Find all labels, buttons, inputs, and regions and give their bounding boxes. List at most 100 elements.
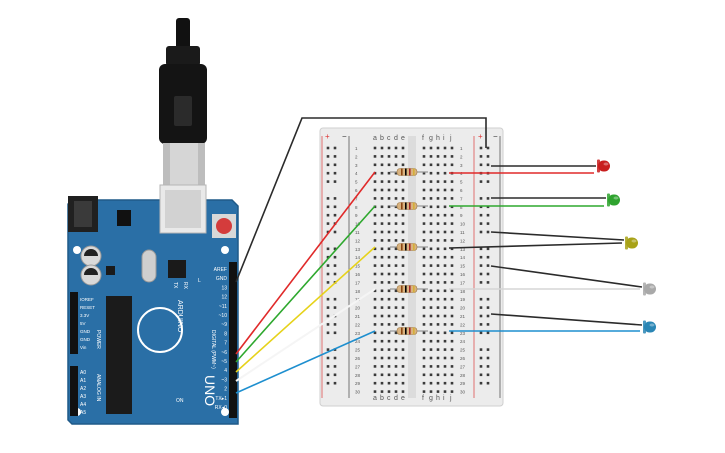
digital-pin-label: AREF <box>214 267 227 273</box>
breadboard-hole <box>380 205 384 209</box>
rail-hole <box>326 197 330 200</box>
breadboard-hole <box>450 255 454 259</box>
breadboard-hole <box>401 323 405 326</box>
breadboard-hole <box>387 197 391 200</box>
breadboard-hole <box>373 239 377 242</box>
breadboard-hole <box>401 272 405 276</box>
rail-hole <box>486 272 490 276</box>
breadboard-hole <box>443 289 447 293</box>
breadboard-hole <box>401 213 405 217</box>
breadboard-hole <box>387 205 391 209</box>
rail-hole <box>479 381 483 385</box>
row-label-right: 22 <box>460 322 466 327</box>
row-label-right: 19 <box>460 297 466 302</box>
breadboard-hole <box>422 197 426 200</box>
breadboard-hole <box>429 222 433 225</box>
column-label-top: h <box>436 135 440 142</box>
column-label-bottom: e <box>401 395 405 402</box>
breadboard-hole <box>450 297 454 301</box>
power-pin-label: GND <box>80 337 91 342</box>
board-brand: ARDUINO <box>176 300 183 333</box>
breadboard-hole <box>443 163 447 167</box>
breadboard-hole <box>436 230 440 234</box>
digital-pin-label: ~6 <box>221 350 227 356</box>
breadboard-hole <box>401 306 405 309</box>
breadboard-hole <box>387 213 391 217</box>
rail-hole <box>326 306 330 309</box>
breadboard-hole <box>443 339 447 343</box>
breadboard-hole <box>429 188 433 192</box>
breadboard-hole <box>394 230 398 234</box>
rail-hole <box>333 255 337 259</box>
row-label-left: 18 <box>355 289 361 294</box>
breadboard-hole <box>401 163 405 167</box>
breadboard-hole <box>387 381 391 385</box>
breadboard-hole <box>450 180 454 183</box>
breadboard-hole <box>373 297 377 301</box>
breadboard-hole <box>422 373 426 377</box>
breadboard-hole <box>373 365 377 368</box>
breadboard-hole <box>394 146 398 150</box>
breadboard-hole <box>401 297 405 301</box>
row-label-right: 12 <box>460 238 466 243</box>
row-label-left: 29 <box>355 381 361 386</box>
breadboard-hole <box>394 272 398 276</box>
breadboard-hole <box>387 272 391 276</box>
breadboard-hole <box>422 356 426 360</box>
breadboard-hole <box>436 390 440 393</box>
digital-pin-label: ~11 <box>219 304 227 310</box>
rail-hole <box>479 180 483 183</box>
column-label-top: b <box>380 135 384 142</box>
breadboard-hole <box>436 381 440 385</box>
breadboard-hole <box>387 306 391 309</box>
power-pin-label: IOREF <box>80 297 94 302</box>
breadboard-hole <box>443 180 447 183</box>
column-label-bottom: j <box>449 395 452 402</box>
row-label-left: 4 <box>355 171 358 176</box>
digital-pin-label: ~9 <box>221 322 227 328</box>
breadboard-hole <box>429 230 433 234</box>
breadboard-hole <box>401 356 405 360</box>
white-led <box>643 282 656 296</box>
breadboard-hole <box>450 281 454 284</box>
breadboard-hole <box>380 323 384 326</box>
breadboard-hole <box>394 281 398 284</box>
row-label-left: 8 <box>355 205 358 210</box>
breadboard-hole <box>373 180 377 183</box>
column-label-bottom: h <box>436 395 440 402</box>
breadboard-hole <box>394 180 398 183</box>
column-label-top: e <box>401 135 405 142</box>
rail-hole <box>326 180 330 183</box>
breadboard-hole <box>422 171 426 175</box>
row-label-left: 10 <box>355 222 361 227</box>
breadboard-hole <box>429 155 433 158</box>
rail-hole <box>326 247 330 251</box>
breadboard-hole <box>380 365 384 368</box>
breadboard-hole <box>422 272 426 276</box>
breadboard-hole <box>450 264 454 267</box>
breadboard-hole <box>429 171 433 175</box>
breadboard-hole <box>422 289 426 293</box>
row-label-right: 16 <box>460 272 466 277</box>
breadboard-hole <box>387 331 391 335</box>
rail-hole <box>479 155 483 158</box>
breadboard-hole <box>394 255 398 259</box>
breadboard-hole <box>429 247 433 251</box>
breadboard-hole <box>422 247 426 251</box>
row-label-left: 23 <box>355 331 361 336</box>
rail-hole <box>326 331 330 335</box>
rail-hole <box>486 314 490 318</box>
row-label-left: 7 <box>355 196 358 201</box>
breadboard-hole <box>401 155 405 158</box>
rail-hole <box>333 331 337 335</box>
breadboard-hole <box>422 180 426 183</box>
rail-hole <box>479 365 483 368</box>
breadboard-hole <box>373 230 377 234</box>
rail-hole <box>486 197 490 200</box>
breadboard-hole <box>401 390 405 393</box>
breadboard-hole <box>422 339 426 343</box>
rail-hole <box>326 205 330 209</box>
breadboard-hole <box>422 213 426 217</box>
row-label-left: 9 <box>355 213 358 218</box>
